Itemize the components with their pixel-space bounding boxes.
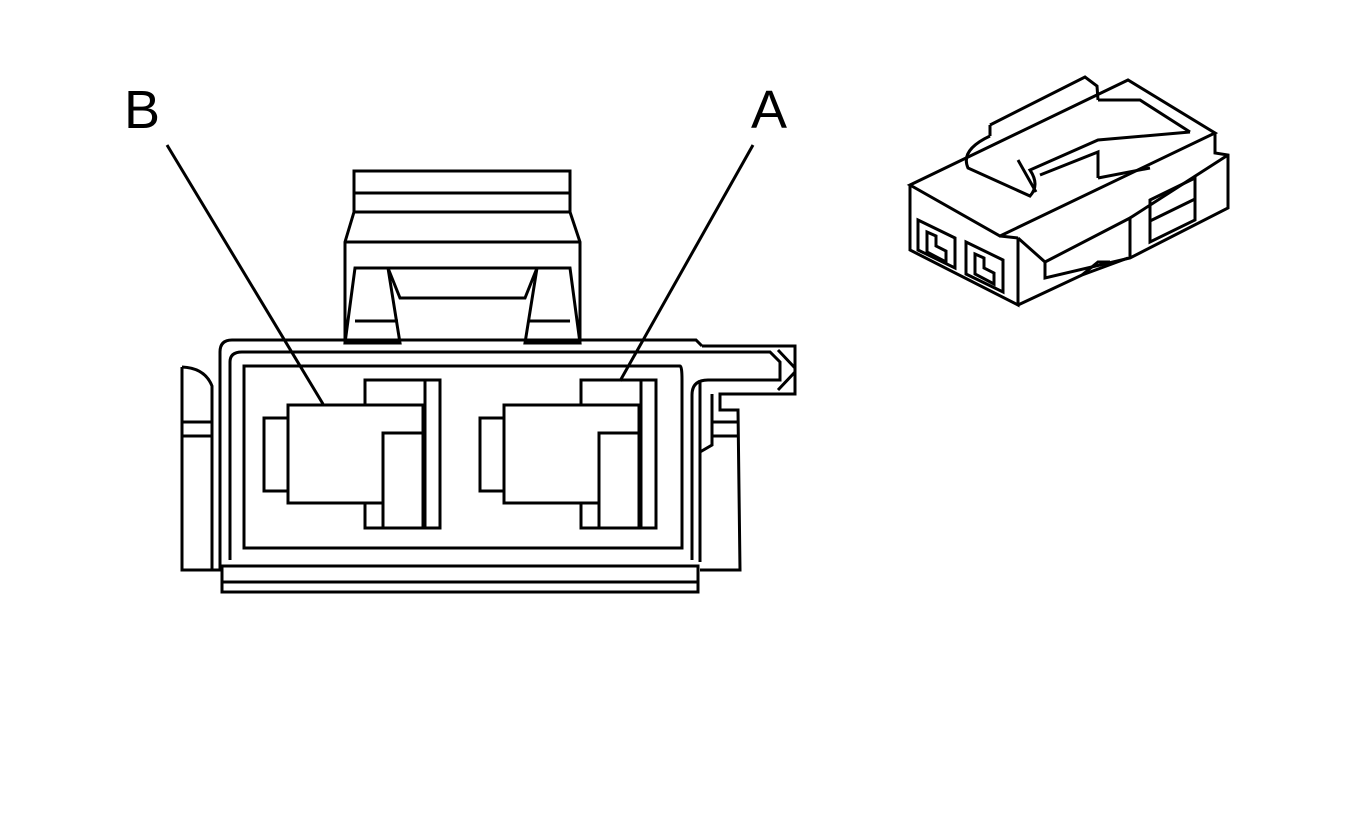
- iso-cavity-left: [916, 217, 957, 271]
- locking-tab: [343, 169, 582, 345]
- connector-face-view: B A: [124, 80, 797, 594]
- cavity-rim: [242, 364, 684, 550]
- housing-outer: [180, 338, 704, 594]
- callout-line-b: [165, 144, 325, 405]
- housing-right-flange: [690, 344, 797, 572]
- connector-isometric-view: [906, 75, 1230, 308]
- label-a: A: [751, 80, 787, 140]
- terminal-cavity-a: [478, 378, 658, 530]
- callout-line-a: [618, 144, 755, 382]
- iso-cavity-right: [964, 239, 1005, 295]
- terminal-cavity-b: [262, 378, 442, 530]
- label-b: B: [124, 80, 160, 140]
